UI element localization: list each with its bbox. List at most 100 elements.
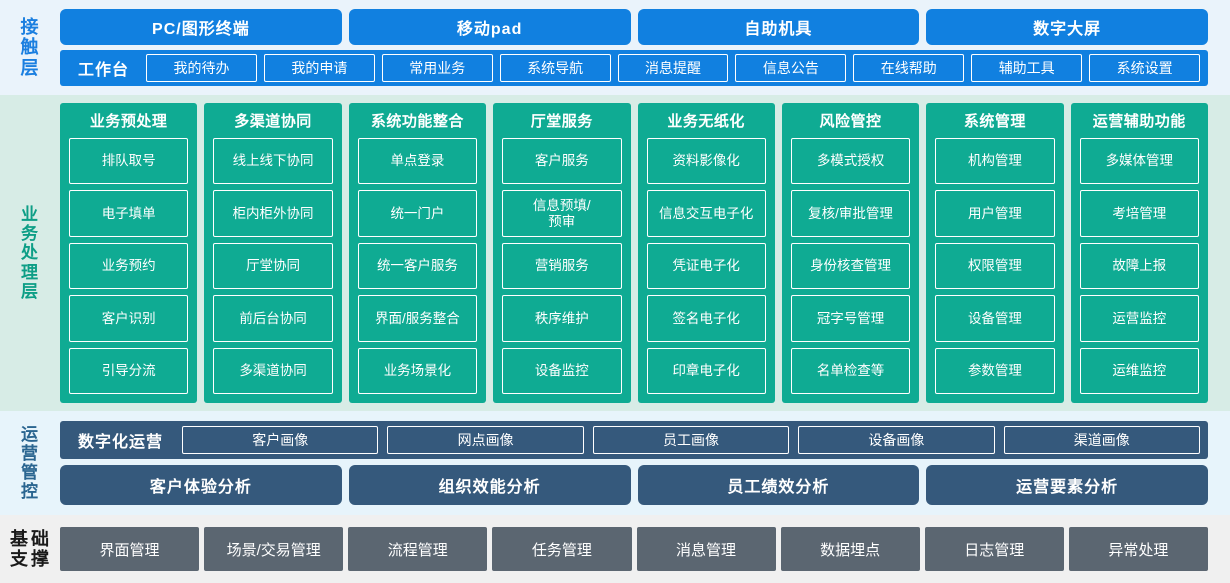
analysis-row: 客户体验分析 组织效能分析 员工绩效分析 运营要素分析 xyxy=(60,465,1208,505)
biz-column-risk-control: 风险管控 多模式授权 复核/审批管理 身份核查管理 冠字号管理 名单检查等 xyxy=(781,103,920,403)
base-item-data-tracking[interactable]: 数据埋点 xyxy=(780,527,920,571)
operations-layer-label: 运营管控 xyxy=(0,411,60,515)
workbench-item-system-navigation[interactable]: 系统导航 xyxy=(499,54,611,82)
biz-item-appointment[interactable]: 业务预约 xyxy=(69,242,189,290)
channel-pc[interactable]: PC/图形终端 xyxy=(60,9,342,45)
portrait-item-employee[interactable]: 员工画像 xyxy=(592,426,790,454)
biz-item-multimode-authorization[interactable]: 多模式授权 xyxy=(790,138,911,185)
biz-column-title: 业务无纸化 xyxy=(667,113,745,130)
business-layer-label-text: 业务处理层 xyxy=(21,205,39,301)
base-item-exception-handling[interactable]: 异常处理 xyxy=(1068,527,1208,571)
base-support-layer-section: 基础支撑 界面管理 场景/交易管理 流程管理 任务管理 消息管理 数据埋点 日志… xyxy=(0,515,1230,583)
biz-item-maintenance-monitoring[interactable]: 运维监控 xyxy=(1079,347,1199,395)
biz-item-queue-ticket[interactable]: 排队取号 xyxy=(69,138,189,185)
biz-item-customer-service[interactable]: 客户服务 xyxy=(502,138,622,185)
biz-item-business-scenarios[interactable]: 业务场景化 xyxy=(357,347,478,395)
business-layer-section: 业务处理层 业务预处理 排队取号 电子填单 业务预约 客户识别 引导分流 多渠道… xyxy=(0,95,1230,411)
biz-item-operation-monitoring[interactable]: 运营监控 xyxy=(1079,295,1199,342)
workbench-item-message-alert[interactable]: 消息提醒 xyxy=(617,54,729,82)
portrait-item-branch[interactable]: 网点画像 xyxy=(387,426,584,454)
biz-item-fault-reporting[interactable]: 故障上报 xyxy=(1079,242,1199,290)
biz-item-voucher-digital[interactable]: 凭证电子化 xyxy=(646,242,766,290)
channel-row: PC/图形终端 移动pad 自助机具 数字大屏 xyxy=(60,9,1208,45)
biz-item-single-sign-on[interactable]: 单点登录 xyxy=(357,138,478,185)
biz-column-title: 运营辅助功能 xyxy=(1092,113,1186,130)
digital-operations-title: 数字化运营 xyxy=(78,434,164,451)
workbench-item-utility-tools[interactable]: 辅助工具 xyxy=(971,54,1083,82)
biz-item-parameter-mgmt[interactable]: 参数管理 xyxy=(935,347,1055,395)
biz-item-marketing-service[interactable]: 营销服务 xyxy=(502,242,622,290)
digital-operations-bar: 数字化运营 客户画像 网点画像 员工画像 设备画像 渠道画像 xyxy=(60,421,1208,459)
biz-item-customer-identification[interactable]: 客户识别 xyxy=(69,295,189,342)
biz-item-device-mgmt[interactable]: 设备管理 xyxy=(935,295,1055,342)
workbench-item-online-help[interactable]: 在线帮助 xyxy=(853,54,965,82)
biz-item-permission-mgmt[interactable]: 权限管理 xyxy=(935,242,1055,290)
biz-item-multimedia-mgmt[interactable]: 多媒体管理 xyxy=(1079,138,1199,185)
biz-item-lobby-collab[interactable]: 厅堂协同 xyxy=(213,242,333,290)
biz-item-info-exchange-digital[interactable]: 信息交互电子化 xyxy=(646,190,766,237)
biz-item-front-back-collab[interactable]: 前后台协同 xyxy=(213,295,333,342)
portrait-item-device[interactable]: 设备画像 xyxy=(798,426,995,454)
operations-layer-label-text: 运营管控 xyxy=(21,424,39,502)
base-item-message-mgmt[interactable]: 消息管理 xyxy=(636,527,776,571)
analysis-employee-performance[interactable]: 员工绩效分析 xyxy=(637,465,920,505)
biz-column-system-integration: 系统功能整合 单点登录 统一门户 统一客户服务 界面/服务整合 业务场景化 xyxy=(348,103,487,403)
contact-layer-body: PC/图形终端 移动pad 自助机具 数字大屏 工作台 我的待办 我的申请 常用… xyxy=(60,0,1230,95)
biz-item-signature-digital[interactable]: 签名电子化 xyxy=(646,295,766,342)
channel-mobile-pad[interactable]: 移动pad xyxy=(348,9,631,45)
portrait-item-customer[interactable]: 客户画像 xyxy=(182,426,379,454)
biz-column-title: 系统功能整合 xyxy=(370,113,464,130)
analysis-organization-efficiency[interactable]: 组织效能分析 xyxy=(348,465,631,505)
workbench-item-my-application[interactable]: 我的申请 xyxy=(263,54,375,82)
channel-digital-screen[interactable]: 数字大屏 xyxy=(926,9,1208,45)
biz-column-title: 厅堂服务 xyxy=(530,113,593,130)
biz-item-unified-portal[interactable]: 统一门户 xyxy=(357,190,478,237)
biz-item-guidance-diversion[interactable]: 引导分流 xyxy=(69,347,189,395)
biz-item-review-approval-mgmt[interactable]: 复核/审批管理 xyxy=(790,190,911,237)
biz-column-title: 业务预处理 xyxy=(89,113,168,130)
workbench-item-announcement[interactable]: 信息公告 xyxy=(735,54,847,82)
portrait-item-channel[interactable]: 渠道画像 xyxy=(1003,426,1200,454)
operations-layer-section: 运营管控 数字化运营 客户画像 网点画像 员工画像 设备画像 渠道画像 客户体验… xyxy=(0,411,1230,515)
base-item-scenario-transaction-mgmt[interactable]: 场景/交易管理 xyxy=(204,527,344,571)
base-item-task-mgmt[interactable]: 任务管理 xyxy=(492,527,632,571)
biz-item-e-form[interactable]: 电子填单 xyxy=(69,190,189,237)
biz-item-serial-number-mgmt[interactable]: 冠字号管理 xyxy=(790,295,911,342)
channel-self-service[interactable]: 自助机具 xyxy=(637,9,920,45)
biz-item-multichannel-collab[interactable]: 多渠道协同 xyxy=(213,347,333,395)
biz-column-lobby-service: 厅堂服务 客户服务 信息预填/预审 营销服务 秩序维护 设备监控 xyxy=(493,103,631,403)
base-support-layer-body: 界面管理 场景/交易管理 流程管理 任务管理 消息管理 数据埋点 日志管理 异常… xyxy=(60,515,1230,583)
biz-column-paperless: 业务无纸化 资料影像化 信息交互电子化 凭证电子化 签名电子化 印章电子化 xyxy=(637,103,775,403)
base-item-process-mgmt[interactable]: 流程管理 xyxy=(348,527,488,571)
base-item-log-mgmt[interactable]: 日志管理 xyxy=(924,527,1064,571)
biz-item-online-offline-collab[interactable]: 线上线下协同 xyxy=(213,138,333,185)
analysis-customer-experience[interactable]: 客户体验分析 xyxy=(60,465,342,505)
workbench-bar: 工作台 我的待办 我的申请 常用业务 系统导航 消息提醒 信息公告 在线帮助 辅… xyxy=(60,50,1208,86)
contact-layer-label: 接触层 xyxy=(0,0,60,95)
biz-column-multichannel: 多渠道协同 线上线下协同 柜内柜外协同 厅堂协同 前后台协同 多渠道协同 xyxy=(204,103,342,403)
biz-item-counter-collab[interactable]: 柜内柜外协同 xyxy=(213,190,333,237)
biz-column-title: 风险管控 xyxy=(819,113,882,130)
base-item-ui-mgmt[interactable]: 界面管理 xyxy=(60,527,200,571)
biz-item-organization-mgmt[interactable]: 机构管理 xyxy=(935,138,1055,185)
biz-item-training-mgmt[interactable]: 考培管理 xyxy=(1079,190,1199,237)
biz-item-user-mgmt[interactable]: 用户管理 xyxy=(935,190,1055,237)
biz-item-device-monitoring[interactable]: 设备监控 xyxy=(502,347,622,395)
workbench-item-common-business[interactable]: 常用业务 xyxy=(381,54,493,82)
workbench-item-my-todo[interactable]: 我的待办 xyxy=(146,54,257,82)
biz-item-identity-verification-mgmt[interactable]: 身份核查管理 xyxy=(790,242,911,290)
biz-item-info-prefill-prereview[interactable]: 信息预填/预审 xyxy=(502,190,622,237)
biz-item-document-imaging[interactable]: 资料影像化 xyxy=(646,138,766,185)
contact-layer-label-text: 接触层 xyxy=(20,17,40,78)
biz-item-unified-customer-service[interactable]: 统一客户服务 xyxy=(357,242,478,290)
contact-layer-section: 接触层 PC/图形终端 移动pad 自助机具 数字大屏 工作台 我的待办 我的申… xyxy=(0,0,1230,95)
biz-item-order-maintenance[interactable]: 秩序维护 xyxy=(502,295,622,342)
analysis-operation-factors[interactable]: 运营要素分析 xyxy=(926,465,1208,505)
biz-item-watchlist-check[interactable]: 名单检查等 xyxy=(790,347,911,395)
workbench-item-system-settings[interactable]: 系统设置 xyxy=(1089,54,1201,82)
biz-item-seal-digital[interactable]: 印章电子化 xyxy=(646,347,766,395)
biz-column-title: 系统管理 xyxy=(963,113,1026,130)
biz-item-ui-service-integration[interactable]: 界面/服务整合 xyxy=(357,295,478,342)
biz-column-title: 多渠道协同 xyxy=(234,113,312,130)
